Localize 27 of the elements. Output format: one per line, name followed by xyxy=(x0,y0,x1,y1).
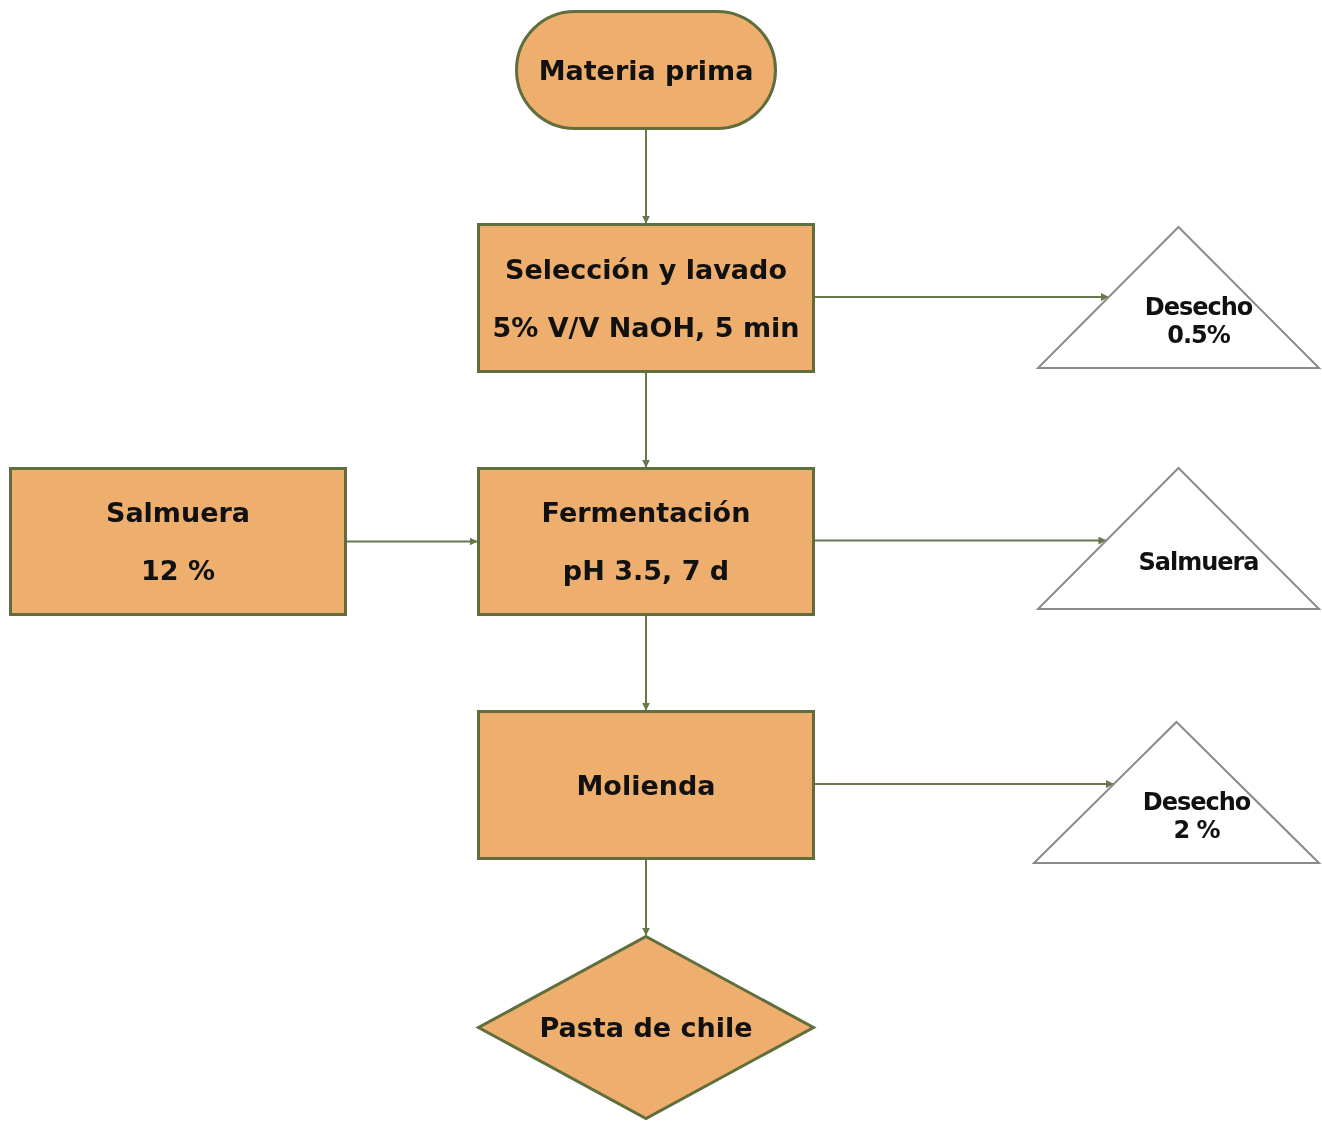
arrow xyxy=(814,293,1110,301)
process-box xyxy=(477,467,815,616)
process-box xyxy=(477,710,815,860)
arrow xyxy=(642,859,650,936)
output-triangle xyxy=(1037,467,1320,610)
process-box xyxy=(477,223,815,373)
node-label: Salmuera xyxy=(105,497,251,529)
product-diamond xyxy=(477,935,815,1120)
node-label: Pasta de chile xyxy=(539,1012,753,1043)
arrow xyxy=(814,536,1107,545)
node-label: Fermentación xyxy=(541,497,751,529)
node-label: Molienda xyxy=(576,769,716,801)
node-label: Materia prima xyxy=(538,54,754,86)
arrow xyxy=(642,615,650,711)
node-detail: pH 3.5, 7 d xyxy=(562,554,730,586)
node-label: Selección y lavado xyxy=(505,253,787,285)
arrow xyxy=(642,372,650,468)
arrow xyxy=(346,537,478,546)
node-detail: 5% V/V NaOH, 5 min xyxy=(492,311,800,343)
node-label: Desecho 2 % xyxy=(1141,787,1252,844)
output-triangle xyxy=(1033,721,1320,864)
node-detail: 12 % xyxy=(141,554,215,586)
arrow xyxy=(642,129,650,224)
node-label: Desecho 0.5% xyxy=(1143,292,1254,349)
output-triangle xyxy=(1037,226,1320,369)
process-box xyxy=(9,467,347,616)
node-label: Salmuera xyxy=(1138,547,1259,576)
